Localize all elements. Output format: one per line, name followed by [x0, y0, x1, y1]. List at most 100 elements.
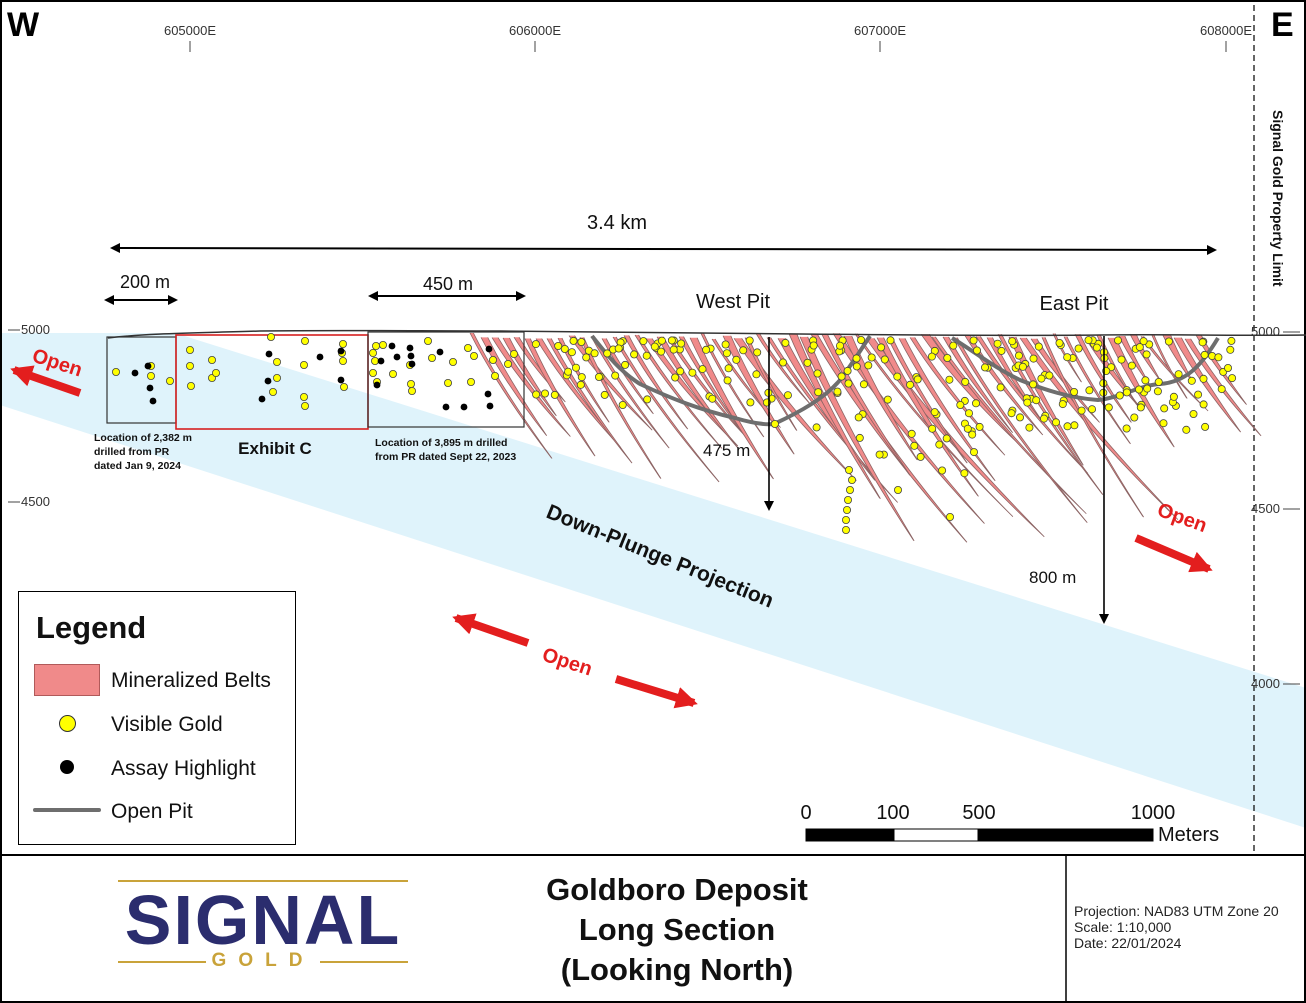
mineralized-belt [469, 332, 553, 459]
mineralized-belt [909, 337, 1006, 456]
visible-gold-dot [567, 348, 576, 357]
span-450m-label: 450 m [423, 274, 473, 294]
visible-gold-dot [1182, 425, 1191, 434]
visible-gold-dot [781, 338, 790, 347]
visible-gold-dot [1199, 374, 1208, 383]
scale-unit: Meters [1158, 824, 1219, 846]
visible-gold-dot [721, 340, 730, 349]
visible-gold-dot [708, 394, 717, 403]
span-3-4km-label: 3.4 km [587, 212, 647, 234]
visible-gold-dot [844, 495, 853, 504]
visible-gold-dot [469, 351, 478, 360]
visible-gold-dot [973, 346, 982, 355]
visible-gold-dot [1029, 354, 1038, 363]
visible-gold-dot [813, 369, 822, 378]
visible-gold-dot [845, 465, 854, 474]
assay-highlight-dot [373, 381, 381, 389]
elevation-label: 4500 [21, 494, 50, 509]
assay-highlight-dot [485, 345, 493, 353]
scale-tick-label: 100 [876, 802, 909, 824]
open-arrow-west [10, 365, 82, 397]
visible-gold-dot [112, 367, 121, 376]
visible-gold-dot [1142, 350, 1151, 359]
mineralized-belt [689, 337, 774, 480]
legend-title: Legend [36, 610, 147, 645]
visible-gold-dot [1135, 385, 1144, 394]
logo-rule [118, 961, 206, 963]
legend-item-assay-highlight: Assay Highlight [19, 751, 295, 787]
assay-highlight-dot [144, 362, 152, 370]
mineralized-belt [898, 338, 996, 482]
mineralized-belt [612, 336, 720, 483]
topography-line [107, 329, 1306, 339]
visible-gold-dot [961, 377, 970, 386]
visible-gold-dot [490, 371, 499, 380]
visible-gold-dot [739, 346, 748, 355]
assay-highlight-dot [316, 353, 324, 361]
legend: Legend Mineralized Belts Visible Gold As… [18, 591, 296, 845]
visible-gold-dot [1174, 370, 1183, 379]
black-dot-icon [60, 760, 74, 774]
depth-475m-label: 475 m [703, 441, 750, 460]
visible-gold-dot [531, 340, 540, 349]
visible-gold-dot [1153, 387, 1162, 396]
visible-gold-dot [855, 433, 864, 442]
visible-gold-dot [272, 373, 281, 382]
elevation-label: 4000 [1251, 676, 1280, 691]
visible-gold-points [112, 332, 1237, 535]
assay-highlight-dot [146, 384, 154, 392]
visible-gold-dot [186, 381, 195, 390]
visible-gold-dot [724, 364, 733, 373]
visible-gold-dot [1032, 396, 1041, 405]
assay-highlight-dot [264, 377, 272, 385]
visible-gold-dot [993, 339, 1002, 348]
visible-gold-dot [1117, 355, 1126, 364]
visible-gold-dot [300, 336, 309, 345]
visible-gold-dot [842, 526, 851, 535]
visible-gold-dot [1114, 336, 1123, 345]
mineralized-belt [854, 333, 1014, 517]
visible-gold-dot [722, 349, 731, 358]
visible-gold-dot [370, 356, 379, 365]
mineralized-belt [1008, 336, 1084, 466]
visible-gold-dot [877, 343, 886, 352]
visible-gold-dot [338, 356, 347, 365]
visible-gold-dot [509, 349, 518, 358]
west-pit-label: West Pit [696, 291, 771, 313]
visible-gold-dot [1228, 374, 1237, 383]
map-info: Projection: NAD83 UTM Zone 20 Scale: 1:1… [1074, 903, 1279, 951]
visible-gold-dot [368, 348, 377, 357]
visible-gold-dot [930, 408, 939, 417]
visible-gold-dot [595, 372, 604, 381]
elevation-ticks: 5000 4500 5000 4500 4000 [8, 322, 1300, 691]
logo-subtext: GOLD [211, 950, 315, 971]
visible-gold-dot [676, 367, 685, 376]
visible-gold-dot [833, 387, 842, 396]
visible-gold-dot [611, 371, 620, 380]
visible-gold-dot [875, 450, 884, 459]
open-label-east: Open [1154, 499, 1210, 537]
assay-highlight-dot [408, 360, 416, 368]
signal-gold-logo: SIGNAL GOLD [118, 877, 408, 975]
visible-gold-dot [657, 347, 666, 356]
visible-gold-dot [846, 485, 855, 494]
visible-gold-dot [618, 400, 627, 409]
assay-highlight-dot [407, 352, 415, 360]
scale-tick-label: 500 [962, 802, 995, 824]
visible-gold-dot [600, 390, 609, 399]
scale-seg [805, 828, 895, 842]
assay-highlight-dot [486, 402, 494, 410]
visible-gold-dot [1189, 409, 1198, 418]
visible-gold-dot [779, 358, 788, 367]
visible-gold-dot [146, 371, 155, 380]
assay-highlight-dot [131, 369, 139, 377]
visible-gold-dot [669, 345, 678, 354]
visible-gold-dot [590, 349, 599, 358]
visible-gold-dot [698, 365, 707, 374]
scale-bar: 0 100 500 1000 Meters [800, 802, 1219, 846]
visible-gold-dot [1127, 361, 1136, 370]
visible-gold-dot [1194, 390, 1203, 399]
visible-gold-dot [814, 388, 823, 397]
visible-gold-dot [916, 452, 925, 461]
